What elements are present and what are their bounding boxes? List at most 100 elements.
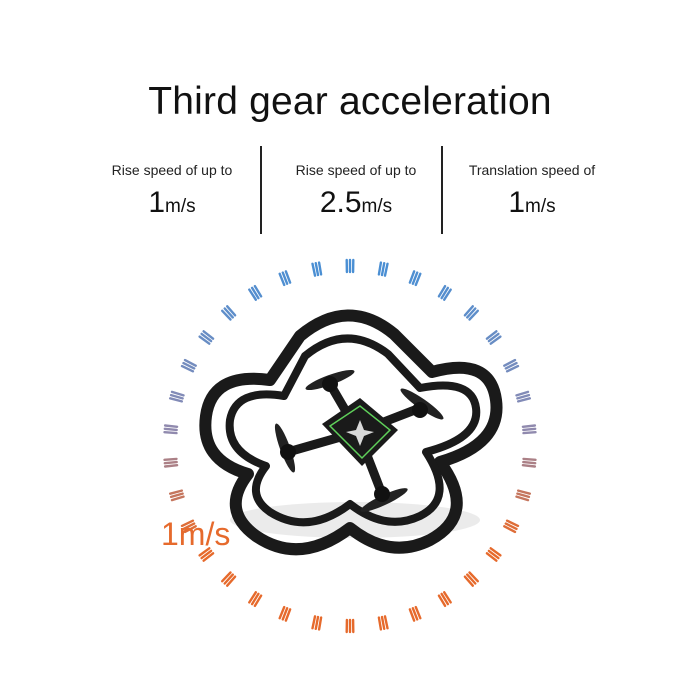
drone-icon (199, 309, 503, 556)
ring-tick (182, 361, 196, 370)
ring-tick (163, 457, 178, 461)
ring-tick (463, 575, 474, 587)
stat-divider (441, 146, 443, 234)
ring-tick (440, 592, 450, 606)
stat-value: 2.5m/s (256, 186, 456, 225)
ring-tick (515, 495, 530, 502)
ring-tick (377, 616, 383, 631)
ring-tick (202, 552, 215, 562)
ring-tick (223, 307, 235, 319)
stat-number: 1 (508, 186, 526, 219)
ring-tick (522, 431, 537, 435)
stat-divider (260, 146, 262, 234)
ring-tick (278, 272, 286, 287)
ring-tick (281, 607, 289, 621)
ring-tick (380, 615, 386, 630)
ring-tick (168, 397, 184, 403)
ring-tick (311, 262, 317, 277)
ring-tick (314, 262, 320, 277)
ring-tick (414, 272, 422, 287)
ring-tick (489, 335, 502, 345)
ring-tick (414, 605, 422, 620)
ring-tick (314, 615, 320, 630)
ring-tick (311, 615, 317, 630)
ring-tick (317, 616, 323, 631)
ring-tick (284, 270, 292, 284)
ring-tick (281, 271, 289, 285)
ring-tick (169, 492, 184, 499)
stat-translation-speed: Translation speed of 1m/s (432, 160, 632, 225)
stat-number: 1 (148, 186, 166, 219)
stat-rise-speed-2: Rise speed of up to 2.5m/s (256, 160, 456, 225)
ring-tick (200, 332, 213, 343)
ring-tick (522, 460, 537, 465)
ring-tick (466, 573, 477, 585)
stat-rise-speed-1: Rise speed of up to 1m/s (72, 160, 272, 225)
stat-number: 2.5 (319, 186, 362, 219)
stat-label: Translation speed of (468, 162, 596, 178)
ring-tick (163, 431, 178, 435)
ring-tick (169, 393, 184, 400)
ring-tick (516, 492, 531, 499)
ring-tick (466, 307, 477, 319)
ring-tick (163, 427, 178, 432)
ring-tick (522, 427, 537, 432)
ring-tick (317, 261, 323, 276)
stat-value: 1m/s (432, 186, 632, 225)
ring-tick (489, 547, 502, 557)
ring-tick (383, 615, 389, 630)
ring-tick (463, 305, 474, 317)
stat-unit: m/s (165, 196, 196, 217)
stat-unit: m/s (525, 196, 556, 217)
ring-tick (504, 361, 518, 370)
ring-tick (516, 393, 531, 400)
ring-tick (223, 573, 235, 585)
ring-tick (411, 607, 419, 621)
ring-tick (437, 594, 447, 608)
ring-tick (443, 288, 452, 301)
ring-tick (522, 457, 537, 461)
ring-tick (487, 332, 500, 343)
ring-tick (521, 464, 537, 468)
ring-tick (170, 390, 185, 397)
ring-tick (225, 575, 237, 587)
ring-tick (380, 262, 386, 277)
ring-tick (198, 335, 211, 345)
ring-tick (170, 495, 185, 502)
ring-tick (220, 571, 232, 583)
ring-tick (220, 309, 232, 321)
ring-tick (183, 525, 197, 534)
ring-tick (440, 286, 450, 300)
ring-tick (248, 288, 258, 301)
ring-tick (515, 390, 530, 397)
speed-label: 1m/s (161, 516, 231, 552)
ring-tick (202, 330, 215, 340)
ring-tick (517, 397, 531, 403)
ring-tick (250, 592, 260, 606)
ring-tick (182, 522, 196, 531)
ring-tick (505, 364, 520, 373)
ring-tick (180, 364, 195, 373)
ring-tick (468, 571, 479, 583)
ring-tick (163, 424, 179, 428)
ring-tick (468, 309, 479, 321)
stat-value: 1m/s (72, 186, 272, 225)
stat-label: Rise speed of up to (295, 162, 417, 178)
ring-tick (503, 358, 517, 367)
ring-tick (225, 305, 237, 317)
stat-label: Rise speed of up to (111, 162, 233, 178)
ring-tick (278, 605, 286, 620)
ring-tick (168, 489, 184, 495)
ring-tick (485, 552, 498, 562)
ring-tick (377, 261, 383, 276)
ring-tick (411, 271, 419, 285)
ring-tick (163, 460, 178, 465)
ring-tick (383, 262, 389, 277)
ring-tick (253, 594, 263, 608)
ring-tick (284, 608, 292, 622)
ring-tick (443, 591, 452, 604)
ring-tick (485, 330, 498, 340)
ring-tick (408, 608, 416, 622)
ring-tick (180, 519, 195, 528)
